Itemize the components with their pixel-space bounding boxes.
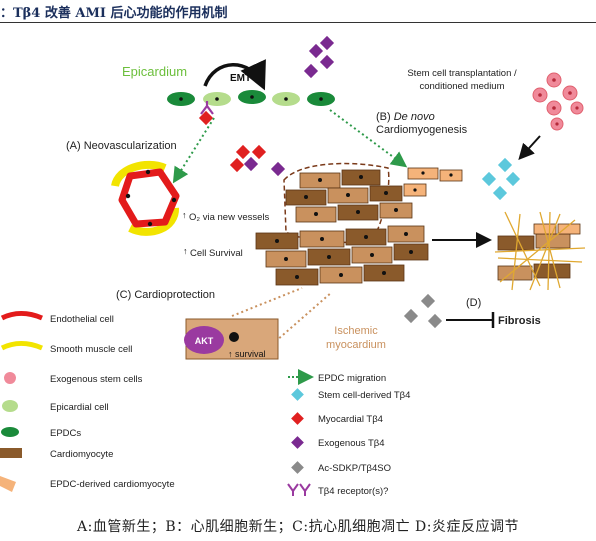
fibrotic-tissue	[494, 211, 586, 291]
cardiomyocyte-icon	[0, 448, 22, 458]
stem-cell-label-1: Stem cell transplantation /	[407, 68, 517, 79]
akt-label: AKT	[195, 336, 214, 346]
stem-cell-tb4-diamond-icon	[291, 388, 304, 401]
ac-sdkp-diamonds	[403, 293, 443, 329]
stem-cell-tb4-diamonds	[481, 157, 521, 201]
title-divider	[0, 22, 596, 23]
neovascularization-label: (A) Neovascularization	[66, 140, 177, 152]
epdc-migration-arrow-a	[172, 117, 215, 184]
epicardium-label: Epicardium	[122, 64, 187, 79]
tb4-receptor-icon	[287, 483, 311, 496]
legend-left-label: Exogenous stem cells	[50, 374, 143, 385]
exogenous-tb4-diamond-icon	[291, 436, 304, 449]
zoom-line	[231, 287, 303, 317]
figure-caption: A:血管新生；B：心肌细胞新生；C:抗心肌细胞凋亡 D:炎症反应调节	[77, 519, 519, 535]
arrow-up-icon: ↑	[182, 210, 187, 220]
legend-right-label: Exogenous Tβ4	[318, 438, 385, 449]
arrow-up-icon: ↑	[183, 246, 188, 256]
legend-left-label: EPDC-derived cardiomyocyte	[50, 479, 175, 490]
endothelial-cell-icon	[0, 311, 43, 321]
exogenous-stem-cells	[532, 72, 584, 131]
legend-left-label: Epicardial cell	[50, 402, 109, 413]
epicardial-cell-icon	[2, 400, 18, 412]
akt-ellipse	[184, 326, 224, 354]
legend-left-label: Cardiomyocyte	[50, 449, 113, 460]
epdc-migration-arrow-b	[329, 109, 408, 168]
legend-left-label: Endothelial cell	[50, 314, 114, 325]
nucleus	[229, 332, 239, 342]
smooth-muscle-cell-icon	[0, 341, 43, 351]
myocardial-tb4-diamond-icon	[291, 412, 304, 425]
emt-arrow	[203, 59, 266, 91]
survival-label: survival	[235, 349, 266, 359]
epdc-derived-cardiomyocyte-icon	[0, 476, 16, 492]
cardiomyogenesis-label: Cardiomyogenesis	[376, 124, 468, 136]
ischemic-label: Ischemic	[334, 325, 378, 337]
arrow-up-icon: ↑	[228, 349, 233, 359]
fibrosis-label: Fibrosis	[498, 315, 541, 327]
epicardium-cell-layer	[167, 90, 335, 106]
d-label: (D)	[466, 297, 481, 309]
cell-survival-label: Cell Survival	[190, 248, 243, 259]
blood-vessel	[111, 160, 180, 236]
stem-cell-arrow	[518, 135, 541, 160]
stem-cell-label-2: conditioned medium	[419, 81, 504, 92]
legend-left-label: Smooth muscle cell	[50, 344, 132, 355]
legend-right	[287, 369, 314, 496]
legend-right-label: Ac-SDKP/Tβ4SO	[318, 463, 391, 474]
cardioprotection-label: (C) Cardioprotection	[116, 289, 215, 301]
legend-right-label: EPDC migration	[318, 373, 386, 384]
exogenous-stem-cell-icon	[4, 372, 16, 384]
exogenous-tb4-diamonds	[243, 35, 335, 177]
legend-left	[0, 311, 43, 492]
myocardium-label: myocardium	[326, 339, 386, 351]
legend-right-label: Stem cell-derived Tβ4	[318, 390, 410, 401]
ac-sdkp-diamond-icon	[291, 461, 304, 474]
myocardial-tb4-diamonds	[229, 144, 267, 173]
o2-label: O₂ via new vessels	[189, 212, 269, 223]
epdc-icon	[1, 427, 19, 437]
tb4-receptor-icon	[200, 101, 214, 115]
de-novo-label: (B) De novo	[376, 111, 435, 123]
legend-right-label: Tβ4 receptor(s)?	[318, 486, 388, 497]
zoom-line	[267, 291, 333, 349]
ischemic-myocardium-tissue	[255, 162, 463, 286]
figure-title: ：Tβ4 改善 AMI 后心功能的作用机制	[0, 6, 228, 21]
emt-label: EMT	[230, 73, 251, 84]
legend-right-label: Myocardial Tβ4	[318, 414, 383, 425]
legend-left-label: EPDCs	[50, 428, 81, 439]
